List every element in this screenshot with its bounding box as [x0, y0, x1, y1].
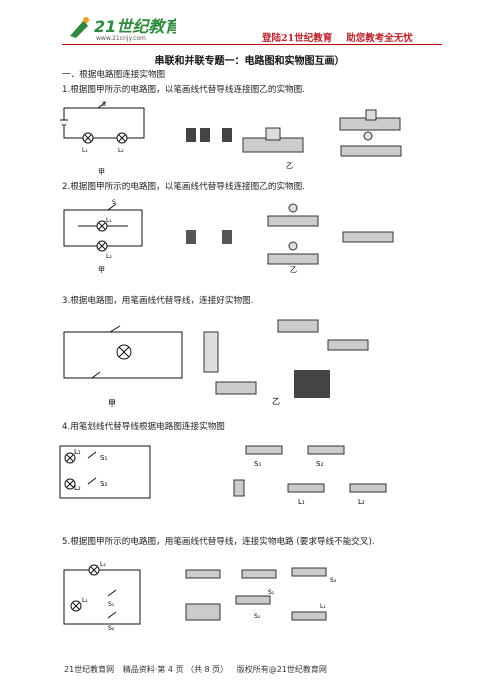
footer-right: 版权所有@21世纪教育网 — [236, 665, 327, 674]
q1-l1-label: L₁ — [82, 147, 88, 154]
q1-l2-label: L₂ — [118, 147, 124, 154]
q4-l2-label: L₂ — [74, 484, 81, 492]
q2-l1-label: L₁ — [106, 217, 112, 224]
q1-figures: S L₁ L₂ 甲 乙 — [60, 101, 402, 176]
q4-s2-real: S₂ — [316, 460, 323, 468]
q2-l2-label: L₂ — [106, 253, 112, 260]
slogan-right: 助您教考全无忧 — [346, 33, 413, 44]
q1-jia-label: 甲 — [98, 168, 105, 176]
q4-figures: L₁ L₂ S₁ S₂ S₁ S₂ L₁ L₂ — [59, 445, 387, 506]
q4-s1-label: S₁ — [100, 454, 107, 462]
q3-figures: 甲 乙 — [63, 319, 369, 408]
section-heading: 一．根据电路图连接实物图 — [62, 70, 166, 80]
question-4: 4.用笔划线代替导线根据电路图连接实物图 — [62, 422, 225, 432]
q5-l1-label: L₁ — [82, 597, 88, 604]
header-divider — [62, 44, 442, 45]
header-slogan: 登陆21世纪教育 助您教考全无忧 — [262, 30, 427, 44]
q4-s2-label: S₂ — [100, 480, 107, 488]
q4-s1-real: S₁ — [254, 460, 261, 468]
footer-mid: 精品资料·第 4 页 （共 8 页） — [122, 665, 229, 674]
q5-l1-real: L₁ — [320, 603, 326, 610]
site-logo: 21世纪教育 www.21cnjy.com — [66, 12, 183, 42]
q5-s2-real: S₂ — [254, 613, 261, 620]
footer-left: 21世纪教育网 — [64, 665, 115, 674]
q2-yi-label: 乙 — [290, 266, 297, 274]
q4-l1-real: L₁ — [298, 498, 305, 506]
q5-s1-real: S₁ — [268, 589, 275, 596]
q2-switch-label: S — [112, 199, 116, 206]
q3-yi-label: 乙 — [272, 397, 280, 406]
q2-jia-label: 甲 — [98, 266, 105, 274]
question-2: 2.根据图甲所示的电路图，以笔画线代替导线连接图乙的实物图. — [62, 182, 305, 192]
q4-l1-label: L₁ — [74, 448, 81, 456]
q5-figures: L₂ L₁ S₁ S₂ S₃ S₁ S₂ L₁ — [63, 561, 337, 632]
q5-s3-real: S₃ — [330, 577, 337, 584]
q5-l2-label: L₂ — [100, 561, 106, 568]
q2-figures: S L₁ L₂ 甲 乙 — [63, 199, 394, 274]
question-1: 1.根据图甲所示的电路图，以笔画线代替导线连接图乙的实物图. — [62, 85, 305, 95]
q4-l2-real: L₂ — [358, 498, 365, 506]
q1-yi-label: 乙 — [286, 162, 293, 170]
logo-text: 21世纪教育 — [94, 17, 176, 36]
logo-url: www.21cnjy.com — [96, 35, 146, 42]
page-title: 串联和并联专题一：电路图和实物图互画） — [154, 56, 345, 67]
slogan-left: 登陆21世纪教育 — [262, 33, 333, 44]
q1-switch-label: S — [102, 101, 106, 108]
q5-s1-label: S₁ — [108, 601, 115, 608]
page-footer: 21世纪教育网 精品资料·第 4 页 （共 8 页） 版权所有@21世纪教育网 — [64, 664, 333, 675]
q5-s2-label: S₂ — [108, 625, 115, 632]
question-5: 5.根据图甲所示的电路图，用笔画线代替导线，连接实物电路 (要求导线不能交叉). — [62, 537, 375, 547]
q3-jia-label: 甲 — [108, 399, 116, 408]
question-3: 3.根据电路图，用笔画线代替导线，连接好实物图. — [62, 296, 254, 306]
